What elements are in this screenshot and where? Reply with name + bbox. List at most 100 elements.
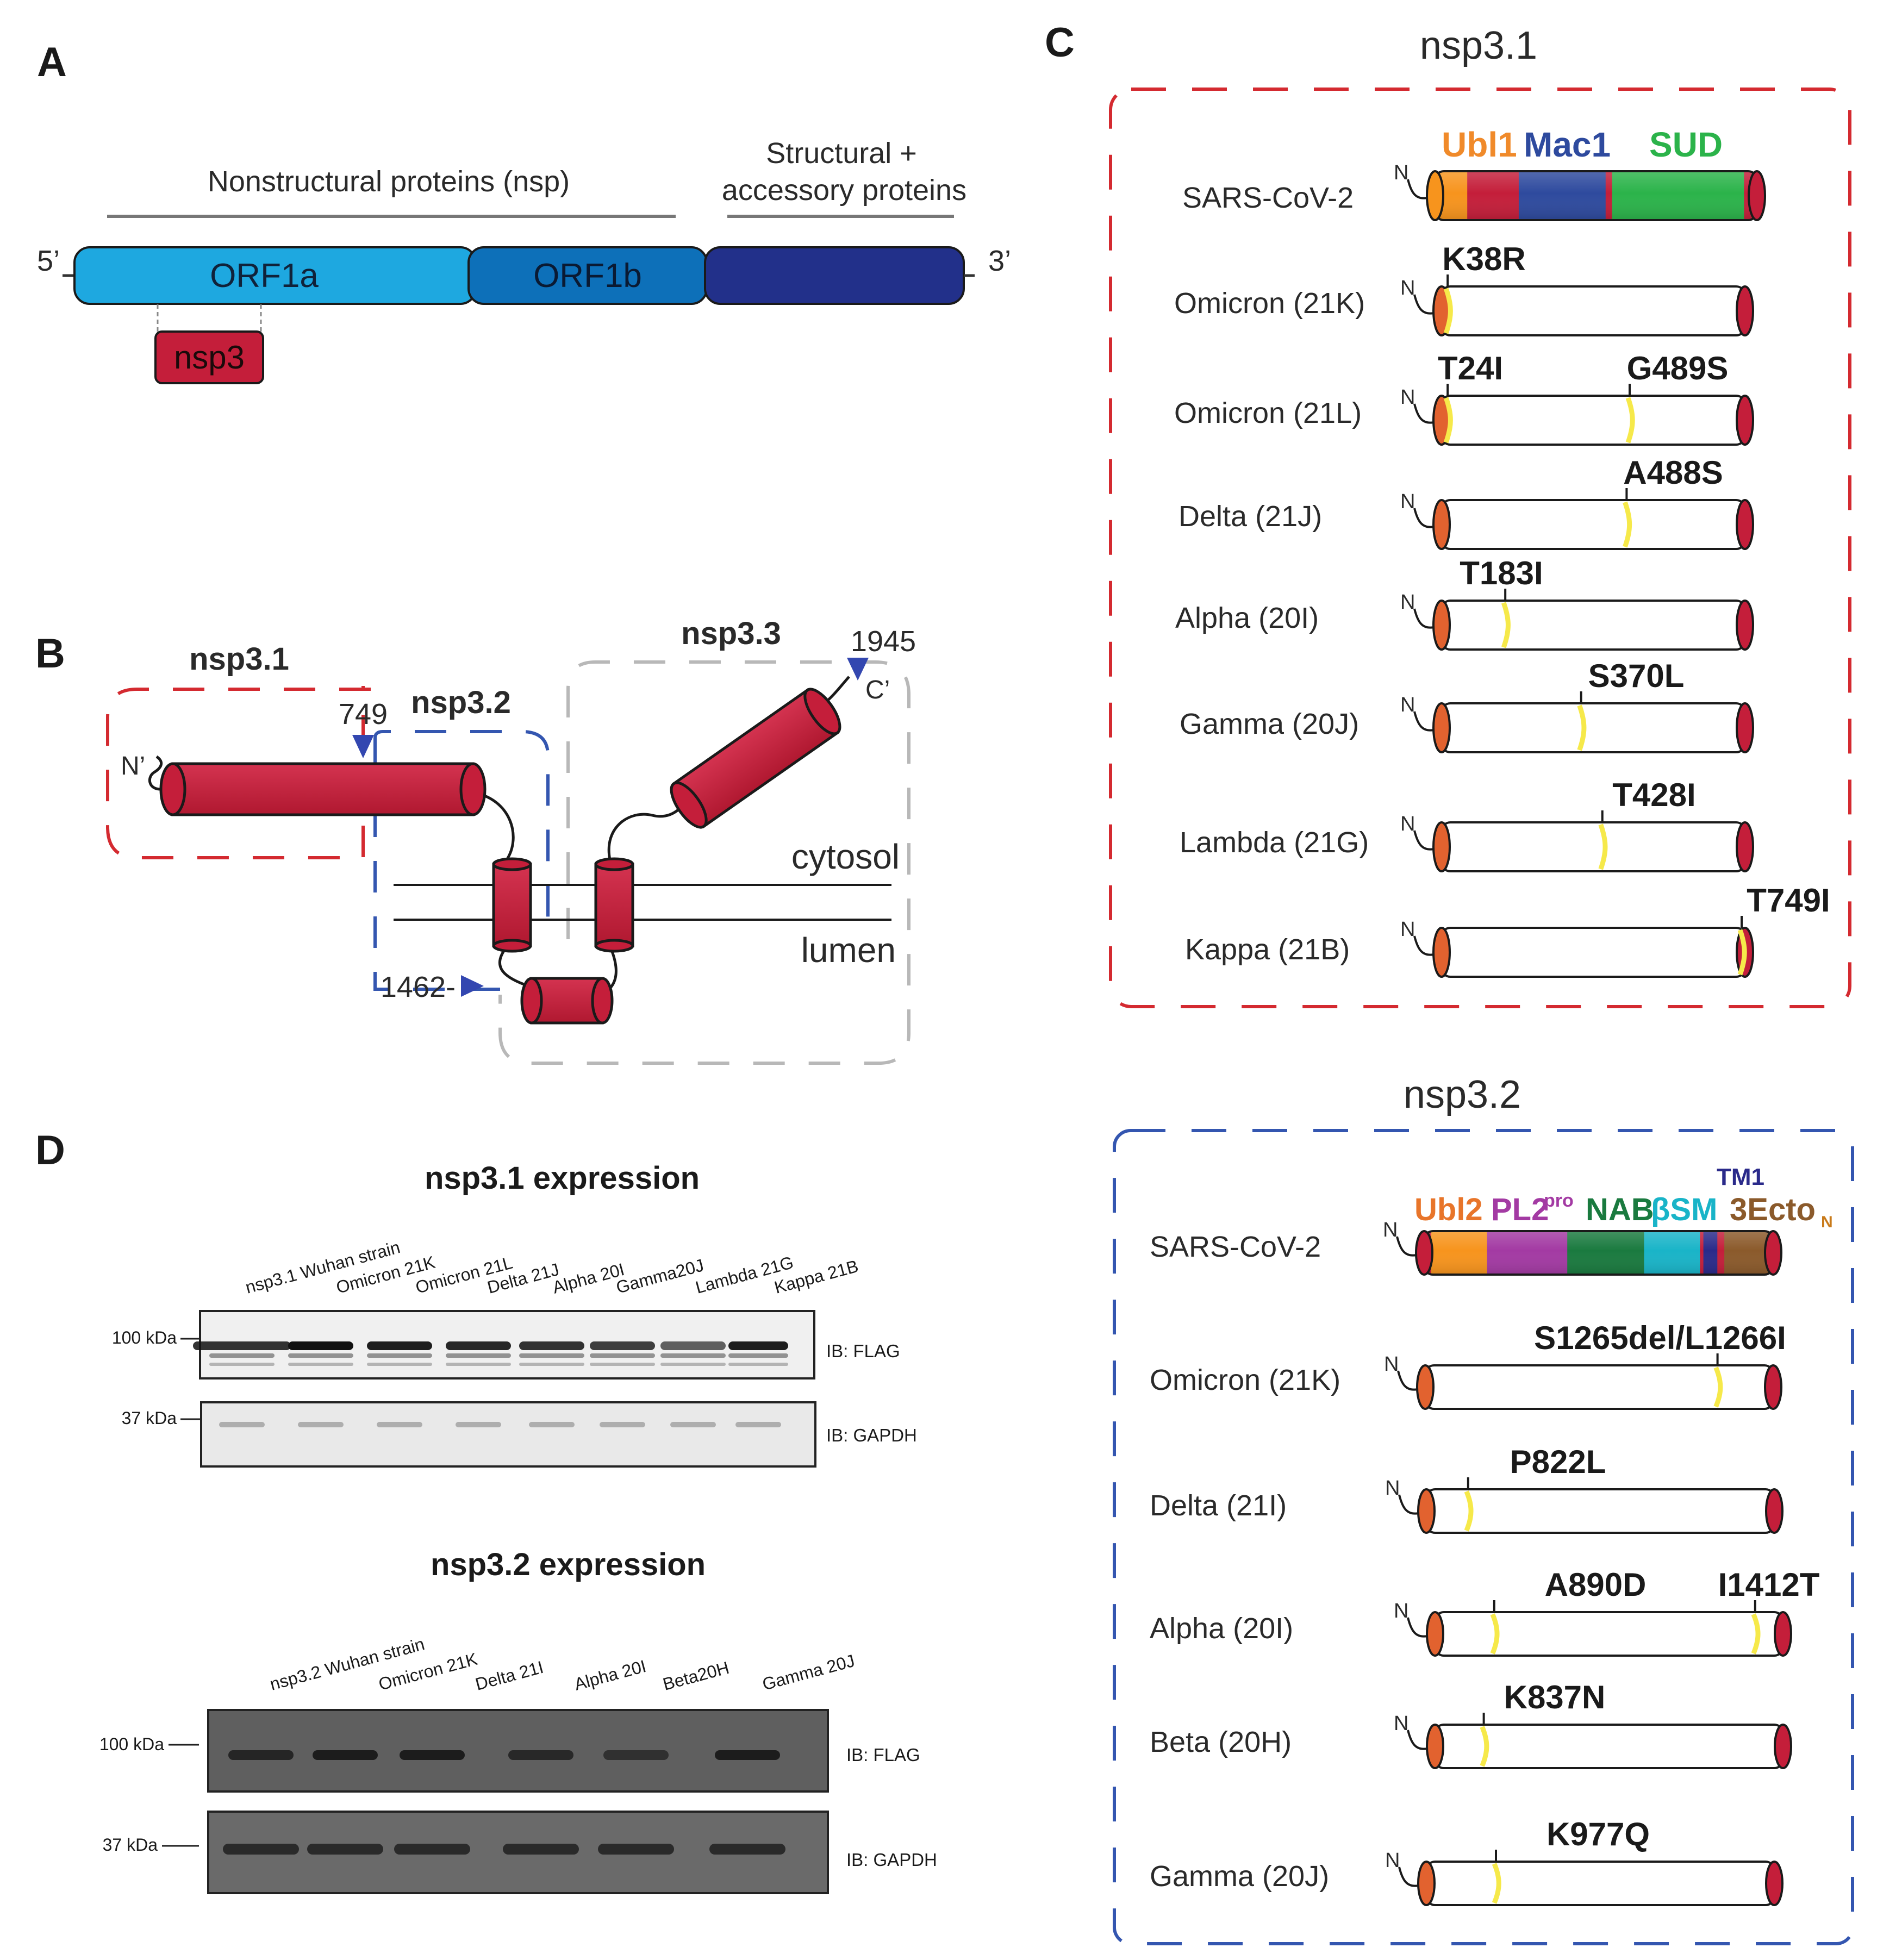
nsp3-1-bar-n-label: N bbox=[1400, 813, 1415, 835]
nsp3-2-bar-segment bbox=[1729, 1489, 1740, 1533]
nsp3-1-bar-segment bbox=[1593, 500, 1597, 549]
nsp3-2-bar-segment bbox=[1684, 1862, 1723, 1905]
structural-segment bbox=[704, 246, 965, 305]
nsp3-1-bar-segment bbox=[1597, 396, 1733, 445]
nsp3-1-bar-segments bbox=[1442, 396, 1745, 445]
gapdh-band bbox=[670, 1422, 716, 1427]
gapdh-band bbox=[298, 1422, 344, 1427]
nsp3-1-bar-mutation-stripe bbox=[1577, 704, 1587, 751]
gapdh-band bbox=[223, 1844, 299, 1855]
nsp3-2-row-label: Omicron (21K) bbox=[1150, 1364, 1340, 1396]
flag-band bbox=[660, 1341, 726, 1350]
nsp3-2-row-label: Delta (21I) bbox=[1150, 1489, 1287, 1522]
nsp3-3-region-box bbox=[498, 660, 911, 1065]
nsp3-1-bar-left-cap bbox=[1432, 499, 1451, 550]
flag-band bbox=[728, 1341, 788, 1350]
nsp3-2-bar-segment bbox=[1426, 1862, 1500, 1905]
nsp3-1-helix-cylinder bbox=[159, 762, 487, 816]
nsp3-1-row-label: SARS-CoV-2 bbox=[1182, 182, 1354, 214]
mac1-domain-label: Mac1 bbox=[1524, 125, 1611, 164]
nsp3-2-bar-n-label: N bbox=[1384, 1353, 1399, 1376]
nsp3-1-bar-outline bbox=[1441, 702, 1746, 753]
nsp3-1-bar-mutation-stripe bbox=[1443, 397, 1453, 444]
c-terminus-label: C’ bbox=[865, 676, 890, 704]
nsp3-2-bar-left-cap bbox=[1416, 1364, 1435, 1410]
panel-c: C nsp3.1 Ubl1 Mac1 SUD SARS-CoV-2NOmicro… bbox=[1045, 20, 1854, 1945]
nsp3-1-bar-segment bbox=[1472, 396, 1518, 445]
nsp3-1-bar-outline bbox=[1441, 285, 1746, 336]
pl2-pro-superscript: pro bbox=[1544, 1190, 1574, 1211]
gapdh-band bbox=[456, 1422, 501, 1427]
nsp3-2-bar-segment bbox=[1600, 1489, 1604, 1533]
nsp3-2-bar-mutation-label: P822L bbox=[1510, 1444, 1606, 1480]
flag-band bbox=[446, 1341, 511, 1350]
nsp3-2-bar-right-cap bbox=[1774, 1611, 1792, 1657]
gapdh-band bbox=[503, 1844, 579, 1855]
gapdh-band bbox=[735, 1422, 781, 1427]
nsp3-2-box-label: nsp3.2 bbox=[411, 685, 511, 720]
nsp3-2-bar-mutation-label: S1265del/L1266I bbox=[1534, 1320, 1786, 1356]
loop-2 bbox=[498, 945, 531, 988]
nsp3-2-variant-box bbox=[1113, 1129, 1854, 1945]
nsp3-2-domain-legend: Ubl2 PL2 pro NAB βSM TM1 3Ecto N bbox=[1414, 1164, 1833, 1231]
nsp3-1-bar-right-cap bbox=[1736, 285, 1754, 336]
nsp3-2-bar-segment bbox=[1612, 1725, 1689, 1768]
nsp3-2-bar-segment bbox=[1680, 1489, 1684, 1533]
flag-band-minor bbox=[660, 1363, 726, 1366]
panel-a-letter: A bbox=[37, 39, 67, 85]
blot1-kda-100: 100 kDa bbox=[112, 1328, 177, 1347]
nsp3-2-bar-segment bbox=[1502, 1365, 1600, 1409]
nsp3-1-bar-n-label: N bbox=[1400, 277, 1415, 299]
nsp3-2-bar-n-tail bbox=[1396, 1236, 1417, 1257]
nsp3-1-bar-n-tail bbox=[1407, 179, 1428, 199]
nsp3-2-bar-segment bbox=[1680, 1862, 1684, 1905]
flag-band-minor bbox=[446, 1353, 511, 1358]
nsp3-2-bar-segment bbox=[1731, 1725, 1738, 1768]
flag-band bbox=[603, 1750, 669, 1760]
cleavage-site-1462-marker bbox=[461, 975, 484, 997]
lumen-label: lumen bbox=[801, 931, 896, 970]
nsp3-2-bar-n-tail bbox=[1397, 1370, 1418, 1391]
nsp3-1-bar-segments bbox=[1442, 500, 1745, 549]
nsp3-2-bar-n-tail bbox=[1407, 1730, 1428, 1750]
nsp3-2-bar-right-cap bbox=[1765, 1861, 1784, 1906]
nsp3-1-bar-segments bbox=[1442, 601, 1745, 650]
nsp3-1-region-box bbox=[106, 686, 371, 859]
flag-band-minor bbox=[367, 1353, 432, 1358]
nsp3-1-bar-outline bbox=[1441, 821, 1746, 872]
structural-label-line1: Structural + bbox=[766, 137, 917, 170]
tm-helix-1 bbox=[492, 857, 532, 953]
panel-b-letter: B bbox=[35, 631, 65, 677]
lane-label: Gamma 20J bbox=[760, 1651, 857, 1694]
nsp3-2-bar-segment bbox=[1508, 1725, 1512, 1768]
nsp3-2-bar-segments bbox=[1426, 1862, 1775, 1905]
nsp3-1-bar-mutation-label: G489S bbox=[1627, 350, 1729, 386]
nsp3-1-bar-n-label: N bbox=[1400, 490, 1415, 513]
nsp3-2-bar-n-label: N bbox=[1394, 1712, 1408, 1735]
nsp3-2-bar-mutation-stripe bbox=[1480, 1726, 1489, 1767]
blot2-ib-flag: IB: FLAG bbox=[846, 1745, 920, 1765]
position-749-label: 749 bbox=[339, 698, 388, 731]
lane-label: Delta 21I bbox=[473, 1657, 545, 1694]
nsp3-2-bar-n-tail bbox=[1407, 1617, 1428, 1638]
flag-band-minor bbox=[519, 1353, 584, 1358]
nsp3-1-bar-shading bbox=[1435, 171, 1757, 220]
flag-band-minor bbox=[367, 1363, 432, 1366]
nsp3-2-bar-right-cap bbox=[1774, 1724, 1792, 1769]
nsp3-1-bar-segment bbox=[1472, 822, 1518, 871]
nsp3-2-bar-segment bbox=[1498, 1365, 1502, 1409]
nsp3-1-bar-left-cap bbox=[1426, 170, 1444, 221]
nsp3-1-bar-n-label: N bbox=[1400, 591, 1415, 614]
nsp3-2-bar-segment bbox=[1604, 1489, 1681, 1533]
nsp3-1-bar-left-cap bbox=[1432, 600, 1451, 651]
flag-band-minor bbox=[288, 1353, 353, 1358]
nsp3-1-row-label: Delta (21J) bbox=[1178, 500, 1322, 533]
flag-band-minor bbox=[519, 1363, 584, 1366]
nsp3-1-row: SARS-CoV-2N bbox=[1182, 161, 1766, 221]
ubl1-domain-label: Ubl1 bbox=[1442, 125, 1517, 164]
